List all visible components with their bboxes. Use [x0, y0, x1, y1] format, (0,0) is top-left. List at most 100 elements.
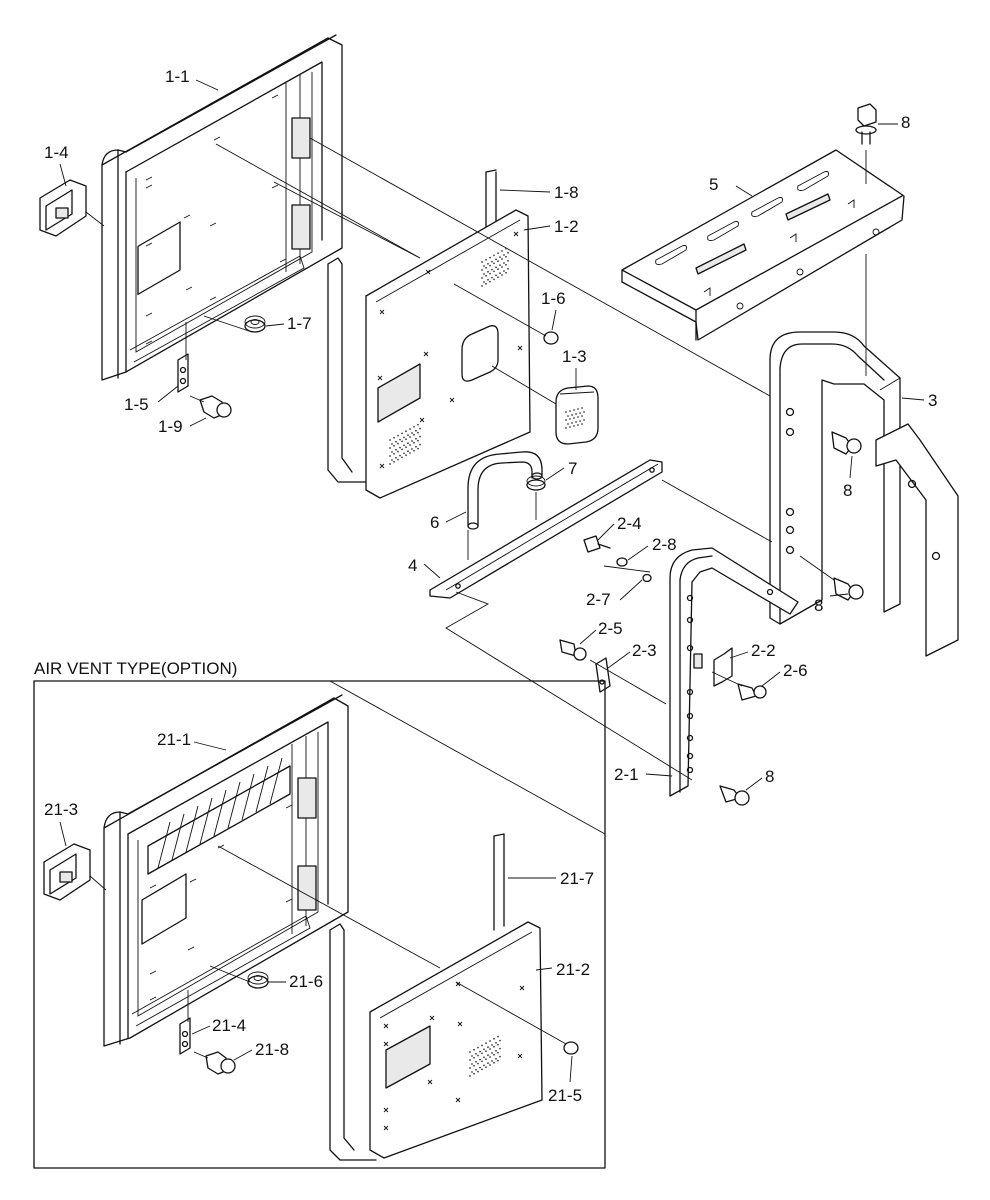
grommet-1-7 [244, 315, 266, 333]
perforation-dot [411, 432, 413, 434]
perforation-dot [579, 412, 581, 414]
perforation-dot [409, 436, 411, 438]
perforation-dot [413, 441, 415, 444]
perforation-dot [495, 1041, 497, 1044]
perforation-dot [485, 1058, 487, 1061]
perforation-dot [475, 1068, 477, 1071]
perforation-dot [581, 415, 583, 417]
perforation-dot [409, 452, 411, 454]
perforation-dot [507, 251, 509, 254]
label-21-1: 21-1 [157, 730, 191, 749]
perforation-dot [497, 1043, 499, 1046]
perforation-dots [389, 247, 585, 1077]
perforation-dot [501, 274, 503, 276]
bracket-3 [769, 331, 959, 657]
bracket-plate-5 [621, 149, 905, 341]
perforation-dot [481, 1044, 483, 1047]
perforation-dot [395, 448, 397, 451]
label-2-8: 2-8 [652, 535, 677, 554]
perforation-dot [571, 414, 573, 416]
perforation-dot [397, 434, 399, 437]
perforation-dot [407, 450, 409, 453]
perforation-dot [471, 1063, 473, 1065]
perforation-dot [405, 446, 407, 449]
perforation-dot [489, 1048, 491, 1050]
label-21-7: 21-7 [560, 869, 594, 888]
perforation-dot [569, 418, 571, 420]
perforation-dot [403, 436, 405, 439]
label-8-bottom: 8 [765, 767, 774, 786]
perforation-dot [581, 423, 583, 425]
perforation-dot [477, 1046, 479, 1049]
perforation-dot [493, 1045, 495, 1048]
bolt-21-8 [193, 1051, 236, 1075]
perforation-dot [417, 423, 419, 426]
perforation-dot [419, 427, 421, 430]
nut-2-8 [616, 557, 628, 567]
bracket-2-1 [669, 547, 799, 797]
grommet-7 [526, 475, 546, 491]
perforation-dot [571, 422, 573, 424]
perforation-dot [575, 413, 577, 415]
perforation-dot [493, 262, 495, 265]
perforation-dot [491, 276, 493, 279]
perforation-dot [397, 450, 399, 453]
perforation-dot [479, 1058, 481, 1061]
perforation-dot [473, 1064, 475, 1067]
perforation-dot [393, 436, 395, 439]
perforation-dot [577, 416, 579, 418]
perforation-dot [493, 278, 495, 281]
perforation-dot [483, 1048, 485, 1051]
perforation-dot [487, 270, 489, 273]
perforation-dot [481, 1060, 483, 1063]
plate-2-3 [595, 657, 611, 693]
perforation-dot [493, 254, 495, 257]
label-2-3: 2-3 [632, 641, 657, 660]
perforation-dot [487, 1062, 489, 1065]
perforation-dot [577, 424, 579, 426]
perforation-dot [489, 1040, 491, 1042]
plug-21-5 [563, 1041, 579, 1055]
perforation-dot [393, 460, 395, 463]
plug-1-6 [543, 331, 559, 345]
perforation-dot [469, 1059, 471, 1061]
perforation-dot [485, 282, 487, 285]
perforation-dot [413, 425, 415, 428]
perforation-dot [393, 444, 395, 447]
label-1-4: 1-4 [44, 143, 69, 162]
hose-6 [467, 451, 543, 530]
perforation-dot [389, 439, 391, 441]
perforation-dot [501, 250, 503, 252]
perforation-dot [505, 263, 507, 266]
perforation-dot [481, 269, 483, 271]
label-21-6: 21-6 [289, 972, 323, 991]
perforation-dot [389, 447, 391, 449]
perforation-dot [391, 443, 393, 445]
bolt-8-low [833, 577, 864, 601]
perforation-dot [499, 1047, 501, 1050]
perforation-dot [389, 463, 391, 465]
perforation-dot [405, 454, 407, 457]
perforation-dot [487, 262, 489, 265]
perforation-dot [485, 1066, 487, 1069]
label-1-9: 1-9 [158, 417, 183, 436]
perforation-dot [469, 1051, 471, 1053]
seal-strip-1-8 [327, 169, 497, 483]
perforation-dot [469, 1075, 471, 1077]
perforation-dot [497, 1059, 499, 1062]
label-2-2: 2-2 [751, 641, 776, 660]
perforation-dot [407, 434, 409, 437]
grommet-21-6 [247, 971, 269, 989]
perforation-dot [419, 435, 421, 438]
perforation-dot [487, 1046, 489, 1049]
label-1-7: 1-7 [287, 314, 312, 333]
section-title: AIR VENT TYPE(OPTION) [34, 659, 237, 678]
perforation-dot [393, 452, 395, 455]
perforation-dot [399, 446, 401, 449]
perforation-dot [573, 425, 575, 427]
label-21-2: 21-2 [556, 960, 590, 979]
panel-21-2 [369, 921, 543, 1159]
perforation-dot [391, 459, 393, 461]
perforation-dot [483, 265, 485, 267]
perforation-dot [397, 458, 399, 461]
